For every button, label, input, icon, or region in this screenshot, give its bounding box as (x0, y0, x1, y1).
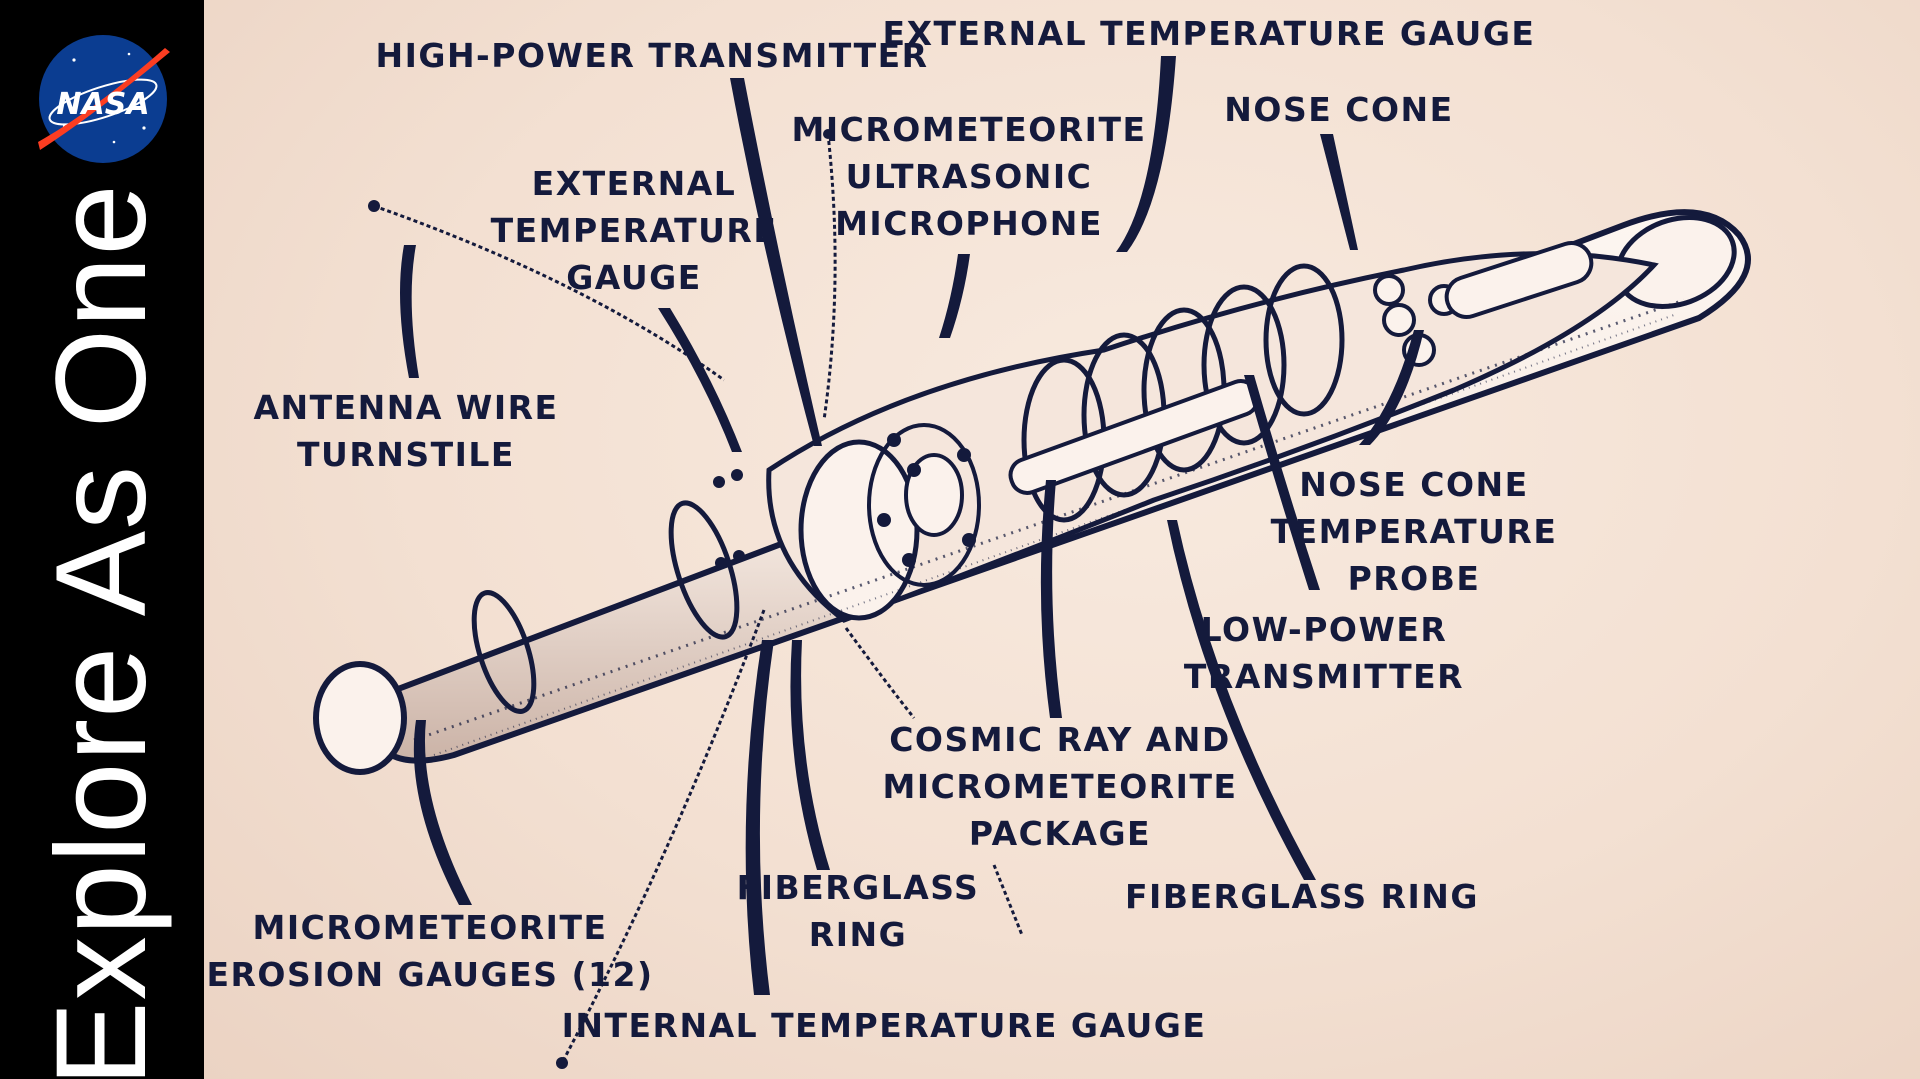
label-antenna-wire-turnstile: ANTENNA WIRE TURNSTILE (253, 388, 559, 474)
label-micrometeorite-ultrasonic-microphone: MICROMETEORITE ULTRASONIC MICROPHONE (791, 110, 1147, 243)
label-micrometeorite-erosion-gauges: MICROMETEORITE EROSION GAUGES (12) (206, 908, 654, 994)
label-high-power-transmitter: HIGH-POWER TRANSMITTER (375, 36, 929, 75)
label-nose-cone-temperature-probe: NOSE CONE TEMPERATURE PROBE (1270, 465, 1558, 598)
label-fiberglass-ring-center: FIBERGLASS RING (736, 868, 980, 954)
label-nose-cone: NOSE CONE (1224, 90, 1454, 129)
label-low-power-transmitter: LOW-POWER TRANSMITTER (1183, 610, 1465, 696)
leader-lines (400, 56, 1424, 995)
nasa-logo-text: NASA (56, 87, 149, 122)
diagram-board: HIGH-POWER TRANSMITTER EXTERNAL TEMPERAT… (204, 0, 1920, 1079)
label-fiberglass-ring-right: FIBERGLASS RING (1124, 877, 1480, 916)
label-external-temperature-gauge-left: EXTERNAL TEMPERATURE GAUGE (490, 164, 778, 297)
nasa-logo: NASA (34, 30, 172, 168)
nasa-meatball-icon: NASA (38, 35, 170, 163)
antenna-wires (373, 133, 1024, 1064)
label-external-temperature-gauge-top: EXTERNAL TEMPERATURE GAUGE (882, 14, 1536, 53)
label-cosmic-ray-package: COSMIC RAY AND MICROMETEORITE PACKAGE (882, 720, 1238, 853)
sidebar: NASA Explore As One (0, 0, 204, 1079)
satellite-body (313, 209, 1751, 775)
label-internal-temperature-gauge: INTERNAL TEMPERATURE GAUGE (561, 1006, 1207, 1045)
sidebar-tagline: Explore As One (30, 183, 173, 1079)
explorer-satellite-drawing (313, 56, 1751, 1069)
